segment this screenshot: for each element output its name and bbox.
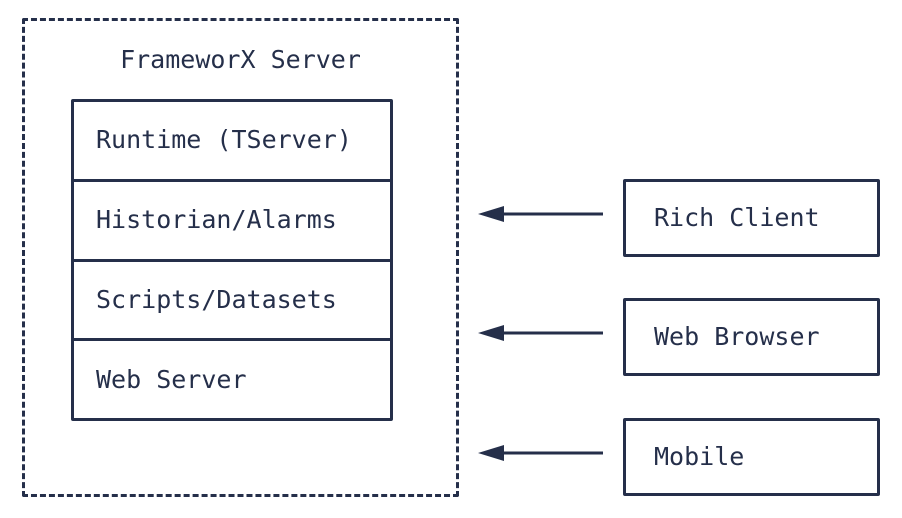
- module-row-runtime: Runtime (TServer): [74, 102, 390, 182]
- client-box-rich-client: Rich Client: [623, 179, 880, 257]
- frameworx-server-container: FrameworX Server Runtime (TServer) Histo…: [22, 18, 459, 497]
- arrow-left-icon-mobile: [478, 443, 603, 463]
- client-box-web-browser: Web Browser: [623, 298, 880, 376]
- module-row-historian-alarms: Historian/Alarms: [74, 182, 390, 262]
- arrow-left-icon-web-browser: [478, 323, 603, 343]
- arrow-left-icon-rich-client: [478, 204, 603, 224]
- module-row-web-server: Web Server: [96, 364, 247, 394]
- module-row-scripts-datasets: Scripts/Datasets: [74, 262, 390, 342]
- client-box-mobile: Mobile: [623, 418, 880, 496]
- server-title: FrameworX Server: [120, 45, 361, 74]
- module-stack: Runtime (TServer) Historian/Alarms Scrip…: [71, 99, 393, 421]
